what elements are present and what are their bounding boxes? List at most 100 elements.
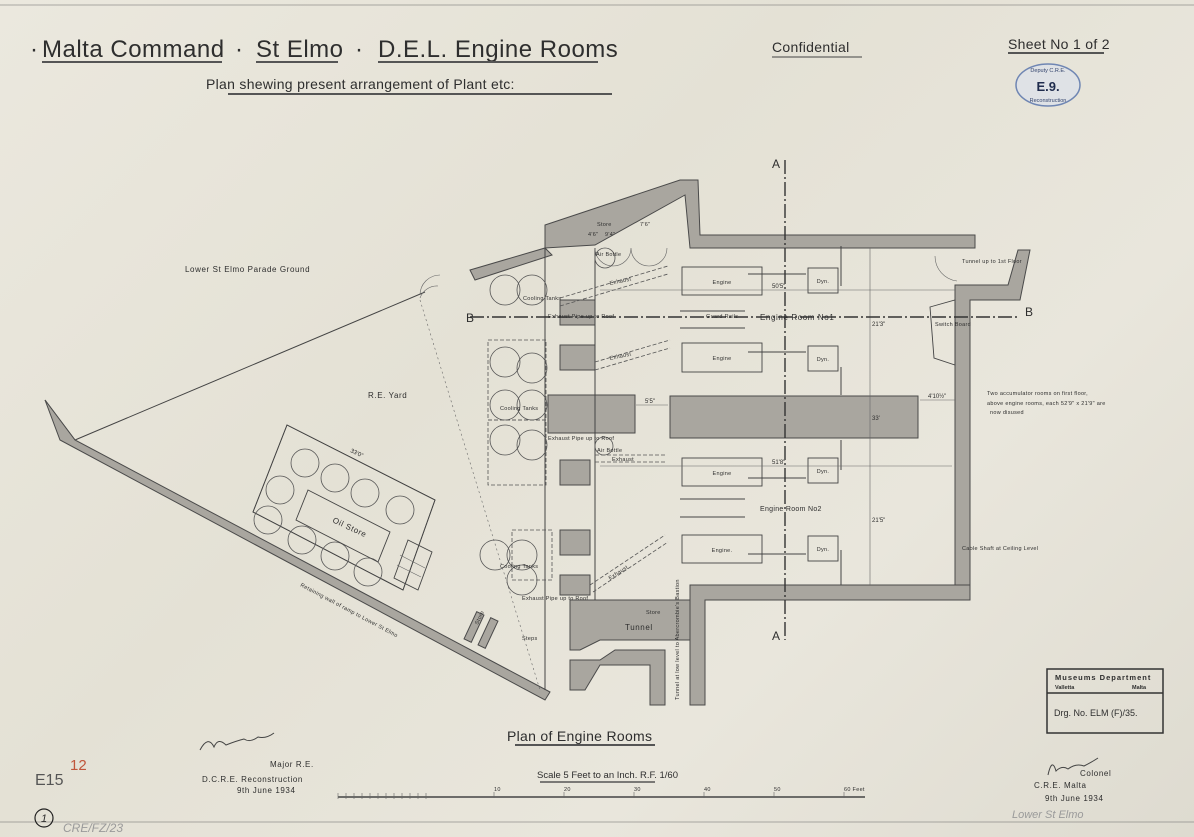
dynamo-2: Dyn. (807, 345, 839, 372)
svg-text:9'4": 9'4" (605, 232, 615, 238)
engine-room-2-label: Engine Room No2 (760, 506, 822, 513)
engine-2: Engine (681, 342, 763, 373)
svg-text:21'5": 21'5" (872, 518, 885, 524)
svg-text:10: 10 (494, 787, 501, 793)
signature-left (199, 732, 275, 751)
svg-text:Dyn.: Dyn. (817, 469, 830, 475)
svg-text:9th June 1934: 9th June 1934 (237, 786, 296, 795)
svg-text:60 Feet: 60 Feet (844, 787, 865, 793)
svg-text:Exhaust Pipe up to Roof: Exhaust Pipe up to Roof (522, 596, 588, 602)
switch-board-label: Switch Board (935, 322, 971, 328)
pencil-note: Lower St Elmo (1012, 809, 1084, 821)
svg-text:D.C.R.E. Reconstruction: D.C.R.E. Reconstruction (202, 775, 303, 784)
svg-text:A: A (772, 629, 780, 643)
svg-text:Engine: Engine (713, 280, 732, 286)
subtitle: Plan shewing present arrangement of Plan… (206, 76, 515, 92)
svg-text:Exhaust Pipe up to Roof: Exhaust Pipe up to Roof (548, 436, 614, 442)
signature-right (1047, 757, 1099, 776)
engine-room-walls (469, 179, 1031, 706)
svg-text:40: 40 (704, 787, 711, 793)
svg-text:9th June 1934: 9th June 1934 (1045, 794, 1104, 803)
engine-4: Engine. (681, 534, 763, 564)
oil-store: Oil Store 33'0" (252, 424, 436, 591)
svg-text:Air Bottle: Air Bottle (596, 252, 621, 258)
circled-number: 1 (41, 813, 47, 825)
svg-text:now disused: now disused (990, 410, 1024, 416)
svg-text:Cooling Tanks: Cooling Tanks (500, 564, 538, 570)
svg-text:E.9.: E.9. (1036, 79, 1059, 94)
svg-text:4'10½": 4'10½" (928, 393, 946, 400)
svg-text:4'6": 4'6" (588, 232, 598, 238)
svg-text:Exhaust: Exhaust (608, 565, 630, 582)
engine-3: Engine (681, 457, 763, 487)
svg-text:Engine.: Engine. (712, 548, 733, 554)
svg-text:Dyn.: Dyn. (817, 547, 830, 553)
svg-text:Cooling Tanks: Cooling Tanks (523, 296, 561, 302)
svg-text:33'0": 33'0" (349, 448, 364, 459)
svg-text:20: 20 (564, 787, 571, 793)
engine-1: Engine (681, 266, 763, 296)
title-block: · Malta Command · St Elmo · D.E.L. Engin… (30, 36, 1109, 95)
title-part-3: D.E.L. Engine Rooms (378, 36, 618, 63)
svg-text:33': 33' (872, 416, 880, 422)
svg-text:Air Bottle: Air Bottle (597, 448, 622, 454)
svg-text:Dyn.: Dyn. (817, 279, 830, 285)
cooling-tanks-label: Cooling Tanks (500, 406, 538, 412)
tunnel-note: Tunnel at low level to Abercrombie's Bas… (675, 579, 681, 700)
svg-text:E15: E15 (35, 772, 64, 789)
dynamo-4: Dyn. (807, 535, 839, 562)
title-part-2: St Elmo (256, 36, 344, 63)
oil-store-label: Oil Store (331, 516, 368, 540)
tunnel-label: Tunnel (625, 623, 653, 632)
confidential-label: Confidential (772, 39, 850, 55)
svg-text:Steps: Steps (522, 636, 538, 642)
parade-ground-label: Lower St Elmo Parade Ground (185, 265, 310, 274)
svg-text:12: 12 (70, 757, 87, 774)
tunnel-wall-top (569, 599, 691, 651)
engine-list: Engine Engine Engine Engine. Dyn. Dyn. D… (681, 266, 839, 564)
svg-text:·: · (235, 36, 244, 63)
retaining-wall (44, 399, 551, 701)
scale-text: Scale 5 Feet to an Inch. R.F. 1/60 (537, 770, 678, 781)
svg-text:Colonel: Colonel (1080, 769, 1111, 778)
svg-text:Exhaust: Exhaust (609, 276, 632, 286)
engine-bed-center (669, 395, 919, 439)
plan-title: Plan of Engine Rooms (507, 728, 652, 744)
scale-bar: 10 20 30 40 50 60 Feet (337, 787, 865, 799)
re-yard-label: R.E. Yard (368, 391, 407, 400)
svg-text:Two accumulator rooms on first: Two accumulator rooms on first floor, (987, 391, 1088, 397)
svg-text:Engine: Engine (713, 471, 732, 477)
svg-text:Exhaust: Exhaust (609, 351, 632, 361)
cooling-tanks (479, 247, 616, 596)
svg-text:51'8": 51'8" (772, 460, 785, 466)
svg-text:B: B (1025, 305, 1033, 319)
svg-text:C.R.E. Malta: C.R.E. Malta (1034, 781, 1087, 790)
engine-bed-left (547, 394, 636, 434)
svg-text:Dyn.: Dyn. (817, 357, 830, 363)
accumulator-note: Two accumulator rooms on first floor, ab… (987, 391, 1105, 416)
svg-text:5'5": 5'5" (645, 399, 655, 405)
svg-text:Museums Department: Museums Department (1055, 673, 1151, 682)
svg-text:Store: Store (474, 610, 486, 626)
deputy-cre-stamp: Deputy C.R.E. E.9. Reconstruction (1015, 63, 1081, 107)
tunnel-up-label: Tunnel up to 1st Floor (962, 259, 1022, 265)
svg-text:Malta: Malta (1132, 685, 1147, 691)
svg-text:Major R.E.: Major R.E. (270, 760, 314, 769)
svg-text:Reconstruction: Reconstruction (1030, 98, 1067, 104)
drawing-number: Drg. No. ELM (F)/35. (1054, 708, 1138, 718)
museum-stamp: Museums Department Valletta Malta Drg. N… (1046, 668, 1164, 734)
svg-text:Valletta: Valletta (1055, 685, 1075, 691)
svg-text:CRE/FZ/23: CRE/FZ/23 (63, 821, 123, 835)
svg-text:·: · (355, 36, 364, 63)
cable-shaft-label: Cable Shaft at Ceiling Level (962, 546, 1038, 552)
dynamo-3: Dyn. (807, 457, 839, 484)
svg-text:B: B (466, 311, 474, 325)
svg-text:7'6": 7'6" (640, 222, 650, 228)
store-bottom-label: Store (646, 610, 661, 616)
svg-text:Deputy C.R.E.: Deputy C.R.E. (1030, 68, 1066, 74)
svg-text:50: 50 (774, 787, 781, 793)
dynamo-1: Dyn. (807, 267, 839, 294)
svg-text:Exhaust: Exhaust (612, 457, 634, 463)
